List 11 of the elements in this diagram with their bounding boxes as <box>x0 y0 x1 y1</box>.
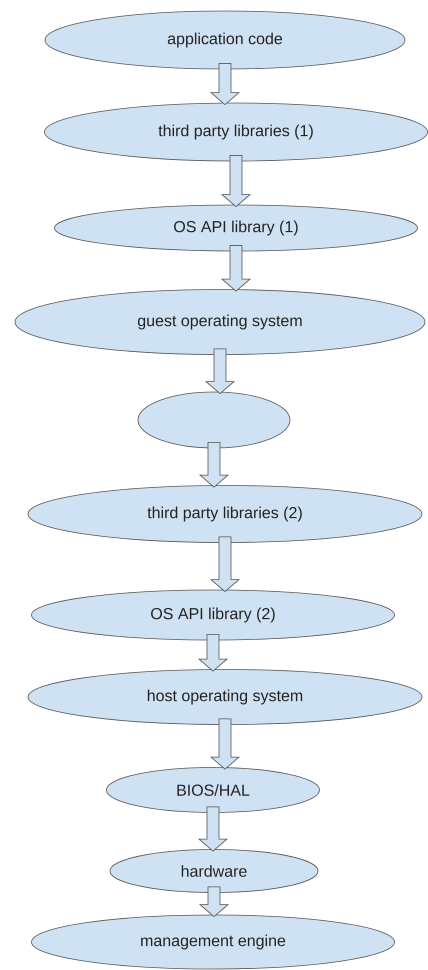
block-arrow <box>220 155 252 208</box>
block-arrow <box>198 442 230 488</box>
block-arrow <box>198 886 230 918</box>
block-arrow <box>220 245 252 292</box>
block-arrow <box>204 348 236 394</box>
block-arrow <box>210 718 240 770</box>
block-arrow <box>198 806 228 852</box>
block-arrow <box>210 536 240 592</box>
block-arrow <box>198 634 228 672</box>
empty-ellipse <box>138 392 290 448</box>
block-arrow <box>210 63 240 106</box>
